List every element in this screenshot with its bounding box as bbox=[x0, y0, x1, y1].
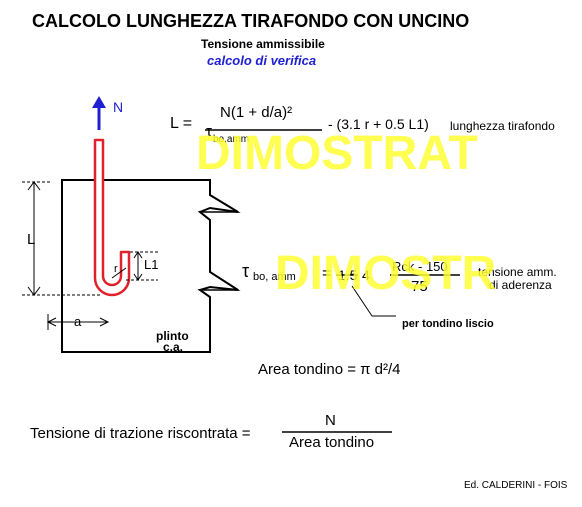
formula-tau-rck-den: 75 bbox=[411, 278, 428, 295]
formula-tau-note: per tondino liscio bbox=[402, 318, 494, 330]
offset-label: a bbox=[74, 314, 82, 329]
formula-L-lhs: L = bbox=[170, 115, 193, 132]
anchor-bolt bbox=[93, 138, 131, 297]
formula-tau-symbol: τ bbox=[242, 261, 250, 281]
plinth-label: plinto bbox=[156, 329, 189, 343]
formula-L-description: lunghezza tirafondo bbox=[450, 119, 555, 133]
force-label: N bbox=[113, 99, 124, 115]
formula-tau-desc-1: tensione amm. bbox=[478, 265, 557, 279]
credits: Ed. CALDERINI - FOIS bbox=[464, 480, 568, 491]
formula-L-rest: - (3.1 r + 0.5 L1) bbox=[328, 116, 429, 132]
formula-tau-coef-num: 1.5 bbox=[338, 267, 358, 283]
stress-denominator: Area tondino bbox=[289, 434, 375, 451]
subtitle: Tensione ammissibile bbox=[201, 37, 325, 51]
watermark-text: DIMOSTRAT bbox=[196, 127, 478, 180]
formula-tau-rck-num: Rck - 150 bbox=[392, 259, 448, 274]
hook-length-label: L1 bbox=[144, 257, 159, 272]
break-line-top bbox=[197, 194, 241, 221]
formula-tau-sub: bo, amm bbox=[253, 271, 296, 283]
radius-line bbox=[111, 267, 127, 279]
formula-tau-eq: = bbox=[322, 265, 332, 282]
watermark-text: DIMOSTR bbox=[275, 247, 497, 300]
formula-tau-coef-den: 4 bbox=[362, 267, 370, 283]
formula-L-tau: τ bbox=[206, 123, 212, 140]
length-label: L bbox=[27, 231, 36, 248]
calculation-mode: calcolo di verifica bbox=[207, 53, 317, 68]
formula-L-numerator: N(1 + d/a)² bbox=[220, 104, 293, 121]
stress-lhs: Tensione di trazione riscontrata = bbox=[30, 425, 251, 442]
radius-label: r bbox=[114, 263, 118, 275]
plinth-label-material: c.a. bbox=[163, 340, 184, 354]
area-formula: Area tondino = π d²/4 bbox=[258, 361, 401, 378]
stress-numerator: N bbox=[325, 412, 336, 429]
formula-L-tau-sub: bo,amm bbox=[213, 134, 250, 145]
formula-tau-desc-2: di aderenza bbox=[489, 278, 552, 292]
break-line-bottom bbox=[197, 271, 241, 298]
note-leader bbox=[351, 285, 373, 317]
page-title: CALCOLO LUNGHEZZA TIRAFONDO CON UNCINO bbox=[32, 11, 470, 31]
